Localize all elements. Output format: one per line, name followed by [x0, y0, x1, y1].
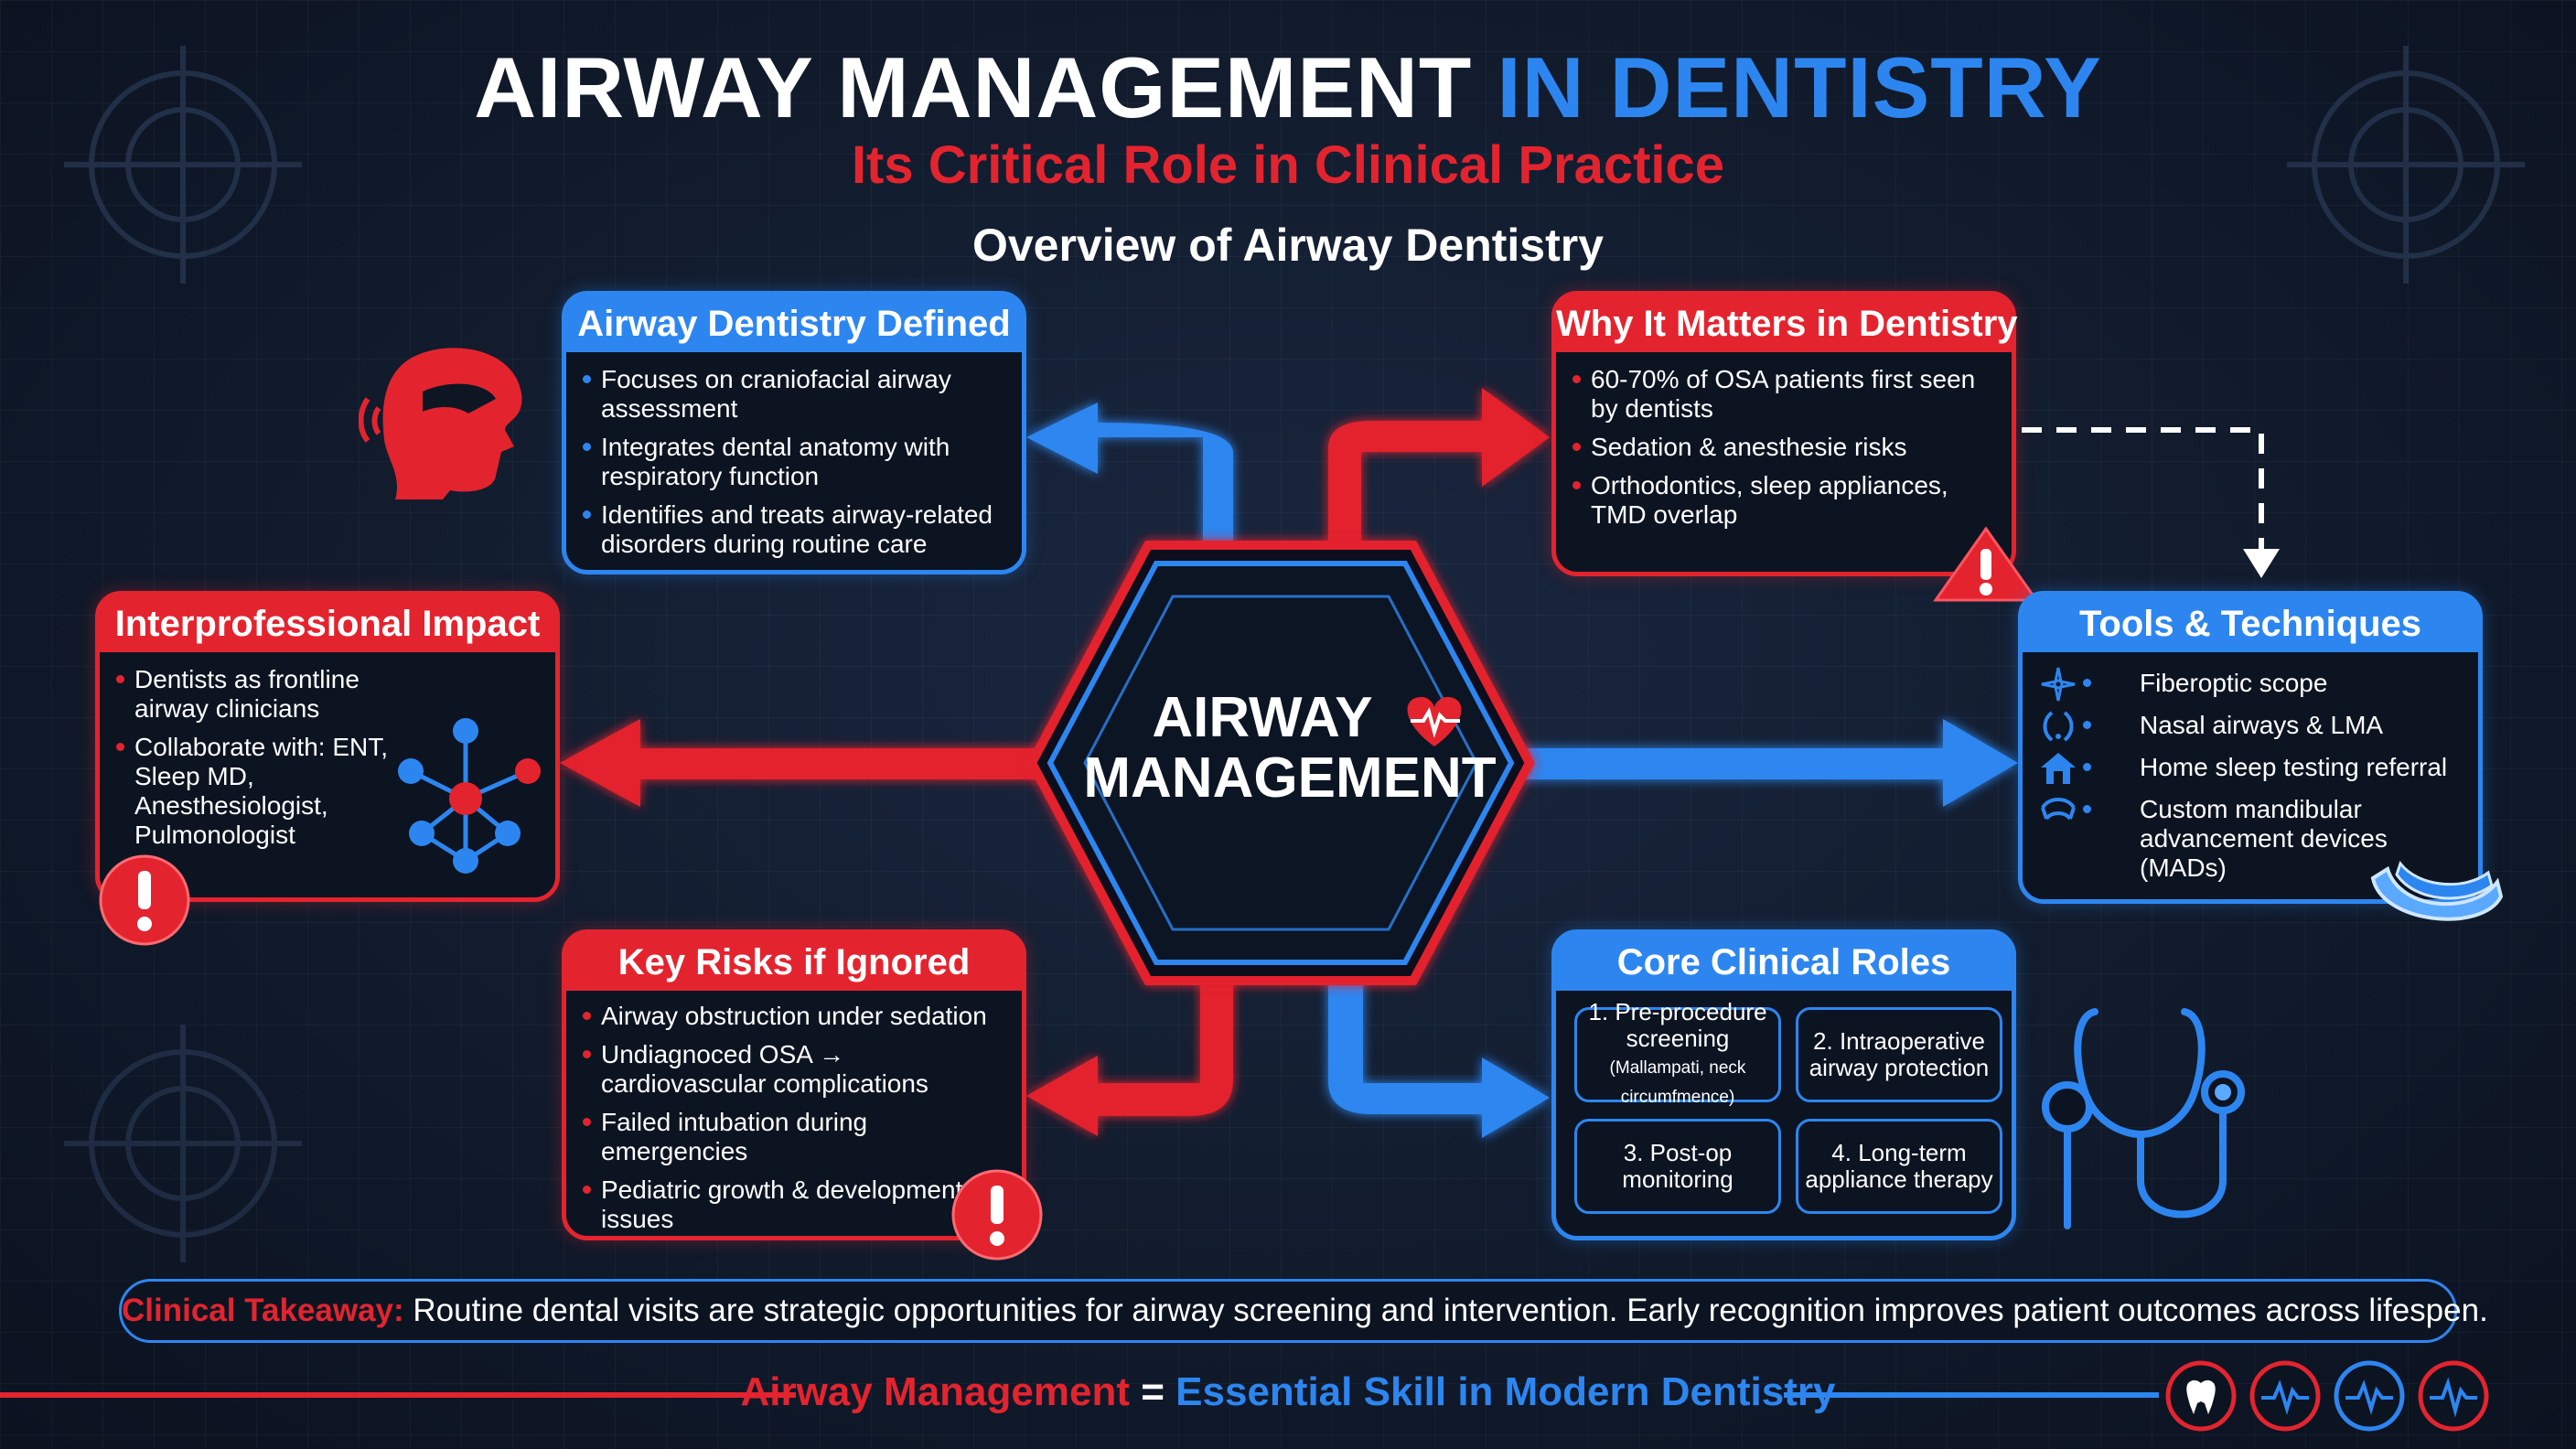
center-label: AIRWAY MANAGEMENT	[1083, 686, 1497, 810]
card-interprofessional-title: Interprofessional Impact	[100, 596, 555, 652]
card-risks: Key Risks if Ignored Airway obstruction …	[562, 929, 1026, 1240]
pulse-icon	[2334, 1360, 2405, 1432]
footer-badges	[2165, 1360, 2489, 1432]
nasal-airway-icon	[2043, 711, 2074, 742]
arrow-to-risks	[1026, 970, 1233, 1136]
card-roles: Core Clinical Roles 1. Pre-procedure scr…	[1551, 929, 2016, 1240]
list-item: Home sleep testing referral	[2041, 753, 2462, 784]
footer-line-right	[1784, 1392, 2159, 1398]
arrow-to-defined	[1026, 402, 1233, 549]
crosshair-icon	[64, 46, 302, 284]
warning-triangle-icon	[1933, 526, 2039, 602]
list-item: Fiberoptic scope	[2041, 667, 2462, 702]
list-item: Airway obstruction under sedation	[583, 1002, 1005, 1031]
list-item: 60-70% of OSA patients first seen by den…	[1572, 365, 1995, 424]
arrow-to-interprofessional	[560, 719, 1061, 807]
card-defined-title: Airway Dentistry Defined	[566, 295, 1022, 352]
role-box: 1. Pre-procedure screening (Mallampati, …	[1574, 999, 1781, 1107]
network-icon	[398, 718, 541, 874]
arrow-to-why	[1328, 388, 1550, 549]
dashed-arrowhead	[2243, 549, 2280, 578]
crosshair-icon	[2287, 46, 2525, 284]
arrow-to-tools	[1519, 719, 2018, 807]
page-subtitle: Its Critical Role in Clinical Practice	[851, 135, 1725, 195]
role-box: 2. Intraoperative airway protection	[1796, 1007, 2002, 1102]
footer-line-left	[0, 1392, 796, 1398]
alert-icon	[951, 1169, 1043, 1261]
card-defined: Airway Dentistry Defined Focuses on cran…	[562, 291, 1026, 574]
card-risks-title: Key Risks if Ignored	[566, 934, 1022, 991]
mouthguard-device-icon	[2370, 860, 2504, 921]
takeaway-label: Clinical Takeaway:	[122, 1293, 404, 1328]
dashed-connector	[2022, 427, 2264, 549]
page-title: AIRWAY MANAGEMENT IN DENTISTRY	[474, 39, 2102, 135]
list-item: Focuses on craniofacial airway assessmen…	[583, 365, 1005, 424]
card-tools-title: Tools & Techniques	[2023, 596, 2478, 652]
takeaway-text: Routine dental visits are strategic oppo…	[413, 1293, 2488, 1328]
card-tools: Tools & Techniques Fiberoptic scope Nasa…	[2018, 591, 2483, 904]
heartbeat-heart-icon	[1407, 696, 1462, 746]
card-roles-title: Core Clinical Roles	[1556, 934, 2012, 991]
list-item: Failed intubation during emergencies	[583, 1108, 1005, 1166]
card-why-title: Why It Matters in Dentistry	[1556, 295, 2018, 352]
arrow-to-roles	[1328, 970, 1550, 1138]
list-item: Orthodontics, sleep appliances, TMD over…	[1572, 471, 1995, 530]
heartbeat-icon	[2249, 1360, 2321, 1432]
card-interprofessional: Interprofessional Impact Dentists as fro…	[95, 591, 560, 902]
scope-icon	[2041, 667, 2076, 702]
role-box: 3. Post-op monitoring	[1574, 1119, 1781, 1214]
mouthguard-icon	[2041, 798, 2076, 821]
home-icon	[2041, 753, 2076, 784]
list-item: Undiagnoced OSA → cardiovascular complic…	[583, 1040, 1005, 1099]
tooth-icon	[2165, 1360, 2237, 1432]
stethoscope-icon	[2042, 1008, 2245, 1229]
list-item: Nasal airways & LMA	[2043, 711, 2462, 742]
list-item: Collaborate with: ENT, Sleep MD, Anesthe…	[116, 733, 427, 850]
crosshair-icon	[64, 1025, 302, 1262]
list-item: Identifies and treats airway-related dis…	[583, 500, 1005, 559]
card-why: Why It Matters in Dentistry 60-70% of OS…	[1551, 291, 2018, 576]
list-item: Custom mandibular advancement devices (M…	[2041, 795, 2462, 883]
footer-tagline: Airway Management = Essential Skill in M…	[740, 1369, 1836, 1414]
list-item: Dentists as frontline airway clinicians	[116, 665, 427, 724]
section-heading: Overview of Airway Dentistry	[971, 220, 1605, 271]
list-item: Pediatric growth & development issues	[583, 1175, 1005, 1234]
head-airway-icon	[359, 348, 522, 499]
clinical-takeaway: Clinical Takeaway: Routine dental visits…	[119, 1279, 2488, 1343]
list-item: Sedation & anesthesie risks	[1572, 433, 1995, 462]
list-item: Integrates dental anatomy with respirato…	[583, 433, 1005, 491]
ekg-icon	[2418, 1360, 2489, 1432]
role-box: 4. Long-term appliance therapy	[1796, 1119, 2002, 1214]
alert-icon	[99, 854, 190, 946]
